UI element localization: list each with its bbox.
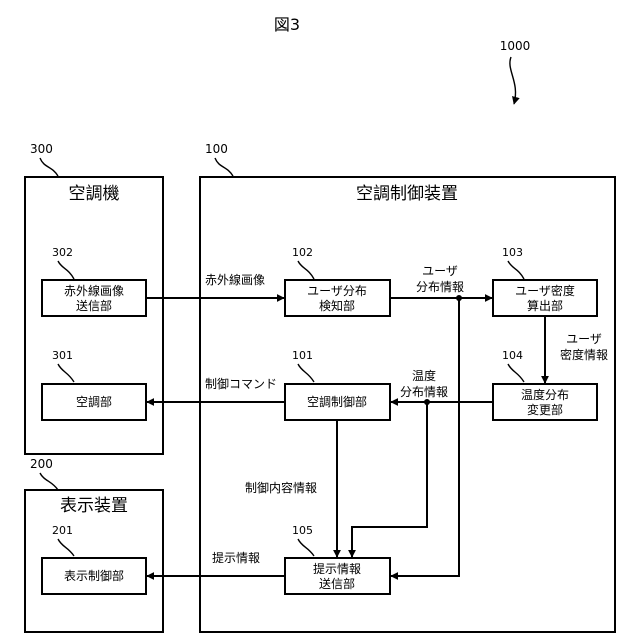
aircon-unit-title: 空調機 — [69, 184, 120, 204]
display-ref-leader — [40, 473, 58, 490]
display-ref-number: 200 — [30, 457, 53, 471]
user-distribution-label-line2: 分布情報 — [416, 280, 464, 294]
temperature-distribution-label-line1: 温度 — [412, 368, 436, 383]
block-201-label: 表示制御部 — [64, 568, 124, 583]
controller-ref-number: 100 — [205, 142, 228, 156]
block-103-ref: 103 — [502, 246, 523, 259]
user-density-label-line1: ユーザ — [566, 332, 602, 346]
controller-ref-leader — [215, 158, 233, 176]
block-103-label-line1: ユーザ密度 — [515, 283, 575, 298]
control-content-label: 制御内容情報 — [245, 480, 317, 495]
block-104-label-line2: 変更部 — [527, 402, 563, 417]
presentation-info-label: 提示情報 — [212, 550, 260, 565]
aircon-ref-leader — [40, 158, 58, 176]
block-105-ref: 105 — [292, 524, 313, 537]
system-ref-number: 1000 — [500, 39, 531, 53]
controller-unit-title: 空調制御装置 — [356, 184, 458, 204]
block-101-ref: 101 — [292, 349, 313, 362]
display-unit-title: 表示装置 — [60, 496, 128, 516]
block-102-label-line1: ユーザ分布 — [307, 284, 367, 298]
aircon-ref-number: 300 — [30, 142, 53, 156]
figure-title: 図3 — [274, 15, 300, 34]
block-102-label-line2: 検知部 — [319, 298, 355, 313]
block-302-ref: 302 — [52, 246, 73, 259]
infrared-image-label: 赤外線画像 — [205, 272, 265, 287]
control-command-label: 制御コマンド — [205, 376, 277, 391]
block-102-ref: 102 — [292, 246, 313, 259]
block-201-ref: 201 — [52, 524, 73, 537]
block-105-label-line1: 提示情報 — [313, 561, 361, 576]
block-301-ref: 301 — [52, 349, 73, 362]
system-ref-arrow — [510, 57, 516, 104]
user-density-label-line2: 密度情報 — [560, 347, 608, 362]
temperature-distribution-label-line2: 分布情報 — [400, 385, 448, 399]
block-105-label-line2: 送信部 — [319, 576, 355, 591]
block-104-ref: 104 — [502, 349, 523, 362]
block-302-label-line1: 赤外線画像 — [64, 283, 124, 298]
block-302-label-line2: 送信部 — [76, 298, 112, 313]
block-104-label-line1: 温度分布 — [521, 387, 569, 402]
user-distribution-label-line1: ユーザ — [422, 264, 458, 278]
block-101-label: 空調制御部 — [307, 394, 367, 409]
block-103-label-line2: 算出部 — [527, 298, 563, 313]
block-301-label: 空調部 — [76, 394, 112, 409]
